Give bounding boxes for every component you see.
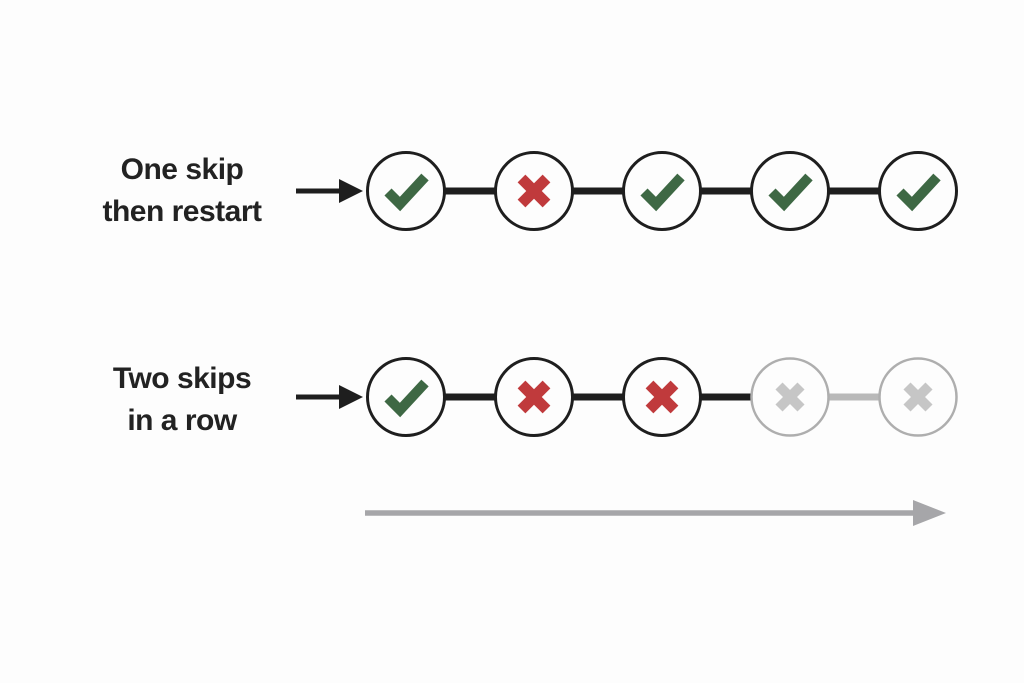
arrow-right-icon — [296, 179, 363, 203]
arrow-right-icon — [296, 385, 363, 409]
check-icon — [384, 379, 429, 418]
habit-chain-one-skip — [366, 151, 958, 231]
row-label-one-skip: One skip then restart — [72, 147, 292, 235]
check-icon — [384, 173, 429, 212]
row-label-line: Two skips — [112, 362, 252, 395]
habit-chain-two-skips — [366, 357, 958, 437]
time-arrow-right-icon — [365, 500, 946, 526]
row-label-line: in a row — [127, 404, 237, 437]
row-label-two-skips: Two skips in a row — [72, 356, 292, 444]
cross-icon — [903, 382, 933, 412]
check-icon — [768, 173, 813, 212]
row-label-line: One skip — [120, 153, 244, 186]
cross-icon — [775, 382, 805, 412]
row-label-line: then restart — [102, 195, 262, 228]
check-icon — [640, 173, 685, 212]
check-icon — [896, 173, 941, 212]
cross-icon — [517, 380, 551, 414]
cross-icon — [517, 174, 551, 208]
cross-icon — [645, 380, 679, 414]
